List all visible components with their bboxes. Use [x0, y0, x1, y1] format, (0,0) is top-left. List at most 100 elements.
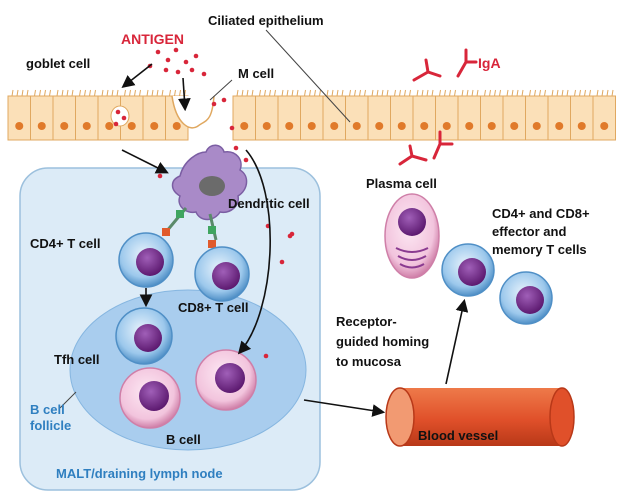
antigen-particle: [211, 101, 217, 107]
cd4-t-cell: [118, 232, 174, 288]
cilium: [156, 89, 159, 97]
epithelial-nucleus: [150, 122, 159, 130]
cilium: [56, 89, 59, 97]
epithelial-nucleus: [105, 122, 114, 130]
cd8-t-cell: [194, 246, 250, 302]
cilium: [431, 89, 434, 97]
cilium: [269, 89, 271, 97]
cilium: [534, 89, 536, 97]
cilium: [134, 89, 136, 97]
epithelial-cell: [592, 95, 616, 141]
m-cell-label: M cell: [238, 66, 274, 81]
cilium: [601, 89, 604, 97]
effector-label-line3: memory T cells: [492, 242, 587, 257]
epithelial-cell: [570, 95, 594, 141]
cilium: [309, 89, 311, 97]
epithelial-nucleus: [375, 122, 384, 130]
epithelial-nucleus: [352, 122, 361, 130]
cilium: [516, 89, 519, 97]
receptor-marker: [208, 226, 216, 234]
cilium: [34, 89, 36, 97]
cilium: [124, 89, 126, 97]
effector-label-line2: effector and: [492, 224, 566, 239]
cilium: [444, 89, 446, 97]
epithelial-cell: [345, 95, 369, 141]
antigen-particle: [233, 145, 239, 151]
cilium: [241, 89, 244, 97]
cilium: [61, 89, 64, 97]
epithelial-nucleus: [600, 122, 609, 130]
epithelial-cell: [255, 95, 279, 141]
cilium: [386, 89, 389, 97]
cilium: [484, 89, 486, 97]
epithelial-cell: [232, 95, 256, 141]
cilium: [116, 89, 119, 97]
cilium: [371, 89, 374, 97]
cilium: [304, 89, 306, 97]
cilium: [49, 89, 51, 97]
cilium: [539, 89, 541, 97]
cilium: [79, 89, 81, 97]
cilium: [11, 89, 14, 97]
homing-label-line2: guided homing: [336, 334, 429, 349]
cilium: [281, 89, 284, 97]
ciliated-epithelium: [7, 89, 616, 141]
cilium: [286, 89, 289, 97]
epithelial-cell: [52, 95, 76, 141]
cilium: [291, 89, 294, 97]
cilium: [84, 89, 86, 97]
cilium: [179, 89, 181, 97]
homing-label-line3: to mucosa: [336, 354, 402, 369]
antigen-particle: [163, 67, 169, 73]
cilium: [611, 89, 614, 97]
epithelial-nucleus: [510, 122, 519, 130]
cilium: [364, 89, 366, 97]
effector-label-line1: CD4+ and CD8+: [492, 206, 590, 221]
cilium: [399, 89, 401, 97]
cilium: [264, 89, 266, 97]
cilium: [161, 89, 164, 97]
cilium: [471, 89, 474, 97]
epithelial-cell: [547, 95, 571, 141]
blood-vessel-label: Blood vessel: [418, 428, 498, 443]
epithelial-cell: [300, 95, 324, 141]
cilium: [521, 89, 524, 97]
antigen-particle: [113, 121, 119, 127]
cilium: [94, 89, 96, 97]
cilium: [236, 89, 239, 97]
cilium: [169, 89, 171, 97]
antigen-particle: [155, 49, 161, 55]
memory-t-cell: [499, 271, 553, 325]
cilium: [354, 89, 356, 97]
cilium: [39, 89, 41, 97]
epithelial-nucleus: [307, 122, 316, 130]
epithelial-cell: [480, 95, 504, 141]
epithelial-cell: [30, 95, 54, 141]
epithelial-nucleus: [172, 122, 181, 130]
antigen-particle: [121, 115, 127, 121]
cilium: [551, 89, 554, 97]
goblet-cell: [110, 105, 130, 127]
cilium: [499, 89, 501, 97]
epithelial-cell: [367, 95, 391, 141]
cilium: [71, 89, 74, 97]
cilium: [111, 89, 114, 97]
iga-antibody: [398, 48, 478, 166]
malt-label: MALT/draining lymph node: [56, 466, 223, 481]
blood-vessel: [385, 387, 575, 447]
cilium: [511, 89, 514, 97]
cilium: [349, 89, 351, 97]
cilium: [296, 89, 299, 97]
cilium: [274, 89, 276, 97]
epithelial-nucleus: [420, 122, 429, 130]
cilium: [421, 89, 424, 97]
epithelial-cell: [7, 95, 31, 141]
effector-t-cell: [441, 243, 495, 297]
epithelial-nucleus: [487, 122, 496, 130]
cilium: [544, 89, 546, 97]
cilium: [16, 89, 19, 97]
b-cell: [119, 367, 181, 429]
cilium: [506, 89, 509, 97]
antigen-particle: [115, 109, 121, 115]
